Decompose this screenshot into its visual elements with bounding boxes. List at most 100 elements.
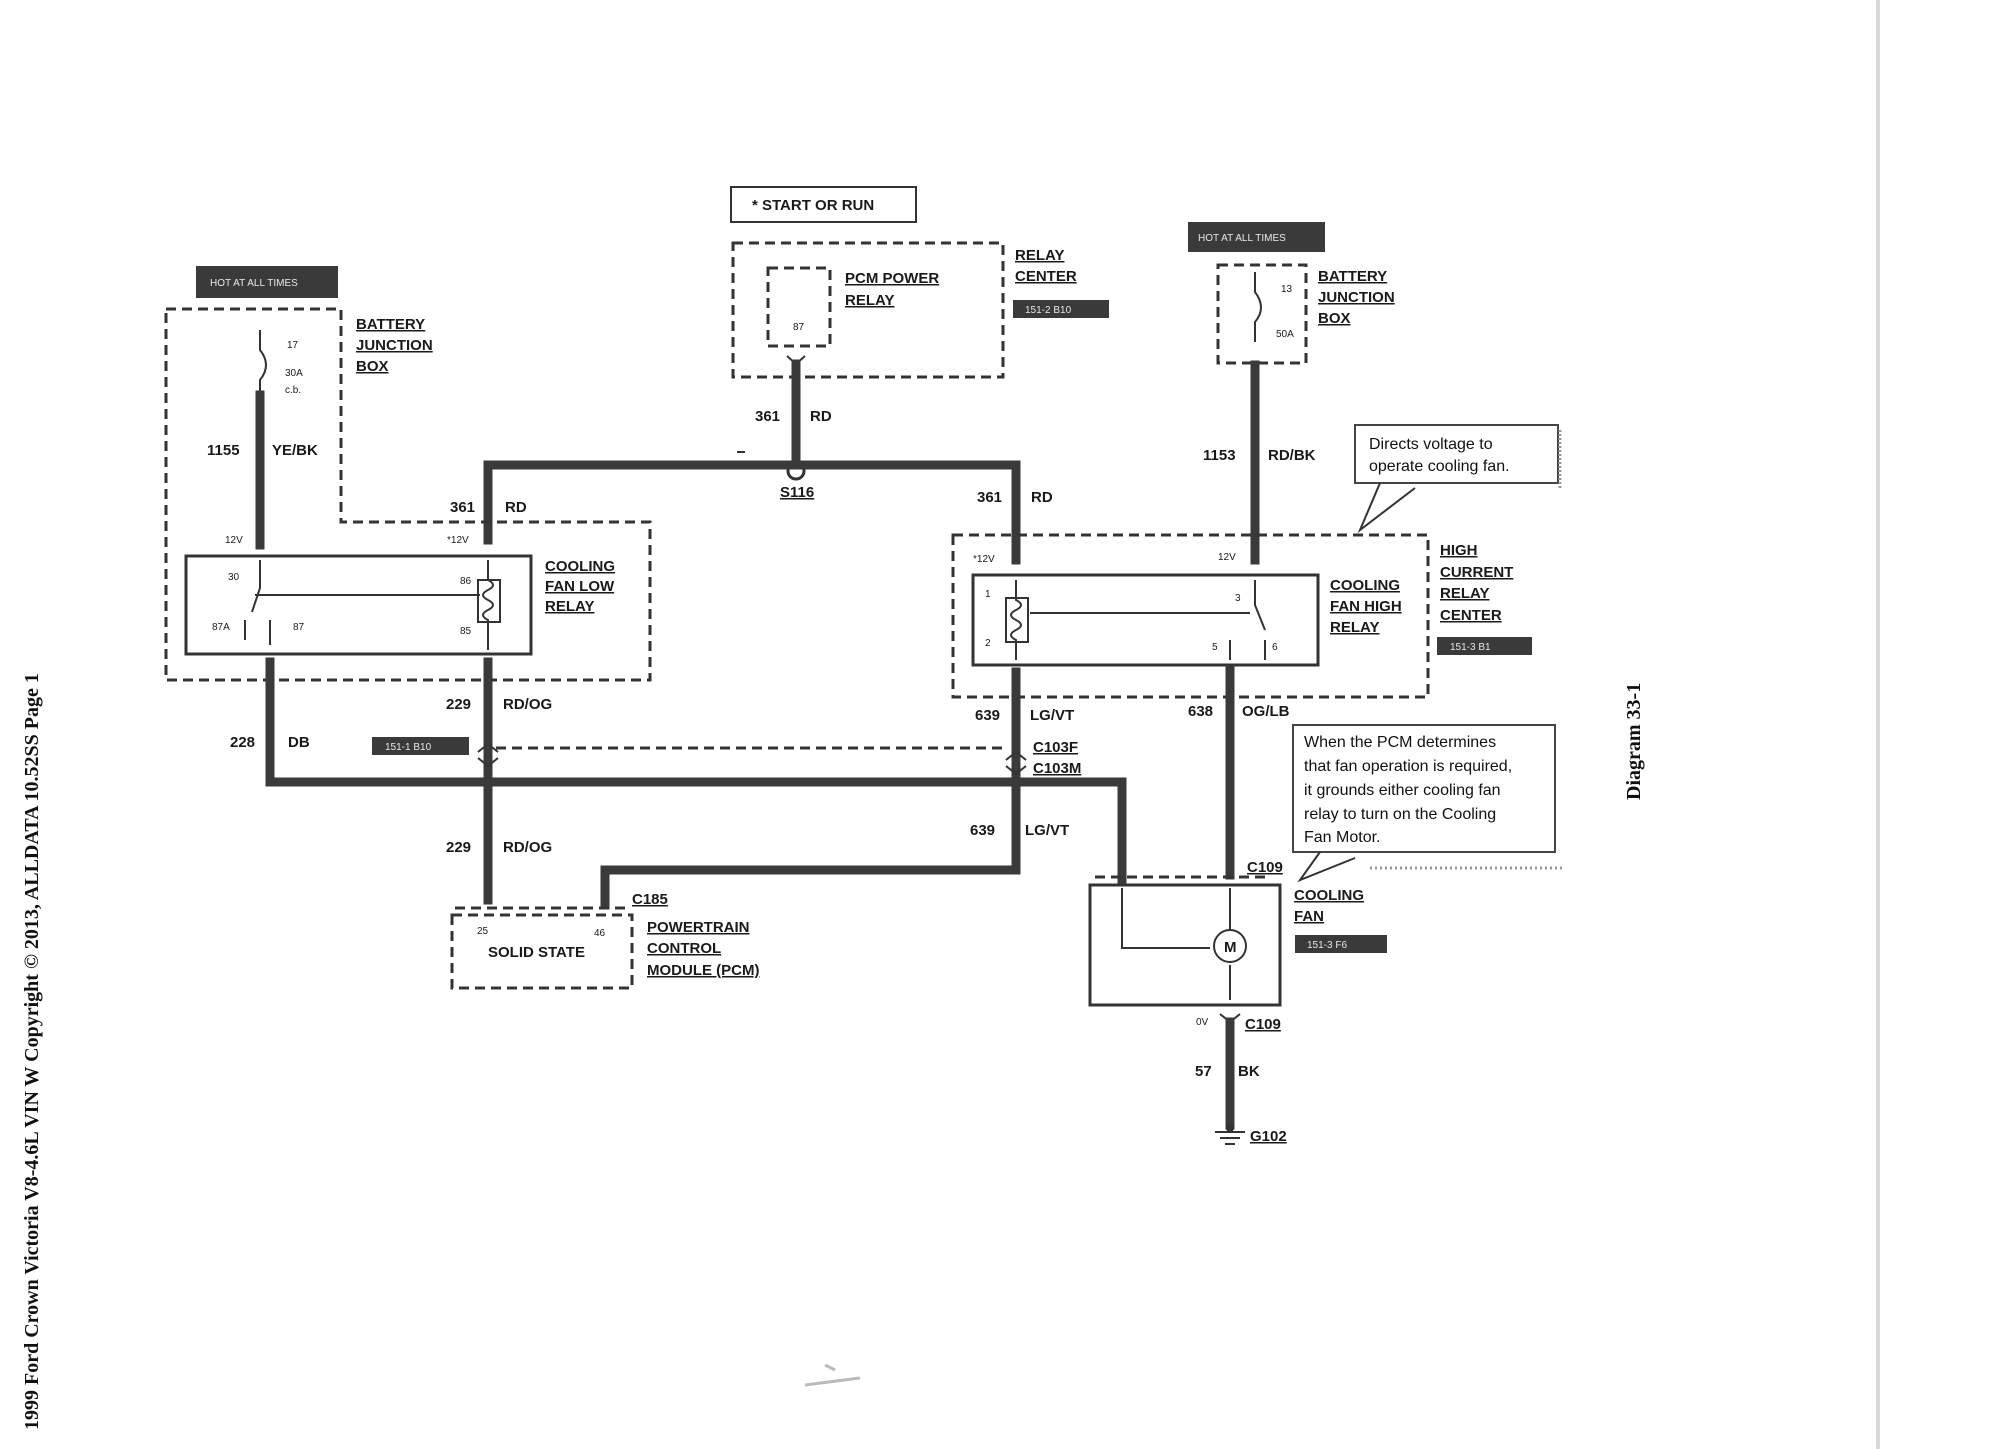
note-pcm-line-4: relay to turn on the Cooling: [1304, 806, 1496, 823]
note-pcm-line-1: When the PCM determines: [1304, 734, 1496, 751]
bjb-left-label: BATTERY: [356, 316, 425, 333]
bjb-right-label: BATTERY: [1318, 268, 1387, 285]
cooling-fan-box: [1088, 883, 1282, 1007]
hot-right-tag: [1188, 222, 1325, 252]
note-voltage-pointer: [1357, 482, 1416, 534]
cooling-fan-low-relay: [184, 554, 533, 656]
wire-229b-color: RD/OG: [503, 839, 552, 856]
motor-icon: [1213, 929, 1247, 963]
c109-top-label: C109: [1247, 859, 1283, 876]
high-relay-coil-icon: [1005, 580, 1029, 660]
wire-229a-num: 229: [446, 696, 471, 713]
c185-label: C185: [632, 891, 668, 908]
c109-bottom-label: C109: [1245, 1016, 1281, 1033]
pcm-label: POWERTRAIN: [647, 919, 750, 936]
wire-228-num: 228: [230, 734, 255, 751]
solid-state-label: SOLID STATE: [488, 944, 585, 961]
wire-639b-color: LG/VT: [1025, 822, 1069, 839]
high-pin-2: 2: [985, 638, 991, 649]
hot-right-label: HOT AT ALL TIMES: [1198, 233, 1286, 244]
hcrc-label-3: RELAY: [1440, 585, 1489, 602]
v0-label: 0V: [1196, 1017, 1209, 1028]
wire-361-right-color: RD: [1031, 489, 1053, 506]
pin-87-pcm: 87: [793, 322, 805, 333]
fuse-13-rating: 50A: [1276, 329, 1294, 340]
bjb-right-label-3: BOX: [1318, 310, 1351, 327]
wire-1155-num: 1155: [207, 442, 240, 459]
wire-229b-num: 229: [446, 839, 471, 856]
c103-connector-icon: [1005, 750, 1027, 776]
cooling-fan-ref: 151-3 F6: [1307, 940, 1347, 951]
cooling-fan-ref-tag: [1295, 935, 1387, 953]
fuse-17-rating: 30A: [285, 368, 303, 379]
note-pcm-line-3: it grounds either cooling fan: [1304, 782, 1501, 799]
wire-639a-num: 639: [975, 707, 1000, 724]
splice-s116-label: S116: [780, 484, 814, 501]
fuse-13-num: 13: [1281, 284, 1293, 295]
ground-icon: [1215, 1131, 1245, 1145]
low-pin-87: 87: [293, 622, 305, 633]
scan-mark: [804, 1363, 861, 1387]
v12-star-left: *12V: [447, 535, 469, 546]
diagram-number: Diagram 33-1: [1623, 683, 1645, 800]
bjb-left-label-3: BOX: [356, 358, 389, 375]
c229-connector-icon: [477, 742, 499, 768]
note-voltage-box: [1354, 424, 1559, 484]
wire-639: [600, 667, 1021, 910]
wire-361-top-num: 361: [755, 408, 780, 425]
page-edge: [1876, 0, 1880, 1449]
cooling-fan-label: COOLING: [1294, 887, 1364, 904]
c103-label-2: C103M: [1033, 760, 1081, 777]
note-pcm-pointer: [1297, 851, 1356, 883]
wire-228-color: DB: [288, 734, 310, 751]
pcm-label-2: CONTROL: [647, 940, 721, 957]
hcrc-label-4: CENTER: [1440, 607, 1502, 624]
cooling-fan-label-2: FAN: [1294, 908, 1324, 925]
bjb-left-label-2: JUNCTION: [356, 337, 433, 354]
high-pin-5: 5: [1212, 642, 1218, 653]
note-voltage-line-2: operate cooling fan.: [1369, 458, 1510, 475]
bjb-right-label-2: JUNCTION: [1318, 289, 1395, 306]
pcm-pin-25: 25: [477, 926, 489, 937]
fuse-17-num: 17: [287, 340, 299, 351]
v12-left: 12V: [225, 535, 243, 546]
cooling-fan-high-relay: [971, 573, 1320, 667]
low-relay-label: COOLING: [545, 558, 615, 575]
high-relay-label-2: FAN HIGH: [1330, 598, 1402, 615]
start-or-run-box: [730, 186, 917, 223]
note-pcm-line-5: Fan Motor.: [1304, 829, 1380, 846]
page-header-text: 1999 Ford Crown Victoria V8-4.6L VIN W C…: [21, 673, 43, 1430]
wire-228: [265, 657, 1127, 885]
note-pcm-box: [1292, 724, 1556, 853]
low-pin-86: 86: [460, 576, 472, 587]
low-relay-coil-icon: [477, 560, 501, 650]
ref-151-1: 151-1 B10: [385, 742, 432, 753]
wire-57-num: 57: [1195, 1063, 1212, 1080]
note-pcm-line-2: that fan operation is required,: [1304, 758, 1512, 775]
pcm-power-relay-label: PCM POWER: [845, 270, 939, 287]
start-or-run-label: * START OR RUN: [752, 197, 874, 214]
high-pin-3: 3: [1235, 593, 1241, 604]
high-pin-6: 6: [1272, 642, 1278, 653]
wire-638-num: 638: [1188, 703, 1213, 720]
wire-361-left-color: RD: [505, 499, 527, 516]
high-relay-switch-icon: [1030, 580, 1266, 660]
v12-star-right: *12V: [973, 554, 995, 565]
low-pin-85: 85: [460, 626, 472, 637]
bjb-right-box: [1216, 263, 1308, 365]
high-relay-label-3: RELAY: [1330, 619, 1379, 636]
wire-361-right-num: 361: [977, 489, 1002, 506]
hot-left-label: HOT AT ALL TIMES: [210, 278, 298, 289]
fuse-17-icon: [259, 330, 267, 392]
relay-center-label: RELAY: [1015, 247, 1064, 264]
wire-1153-color: RD/BK: [1268, 447, 1316, 464]
hcrc-ref: 151-3 B1: [1450, 642, 1491, 653]
hcrc-box: [951, 533, 1430, 699]
hcrc-label-2: CURRENT: [1440, 564, 1513, 581]
low-pin-30: 30: [228, 572, 240, 583]
motor-label: M: [1224, 939, 1237, 956]
wire-57-color: BK: [1238, 1063, 1260, 1080]
bjb-left-box: [164, 307, 652, 682]
relay-center-label-2: CENTER: [1015, 268, 1077, 285]
